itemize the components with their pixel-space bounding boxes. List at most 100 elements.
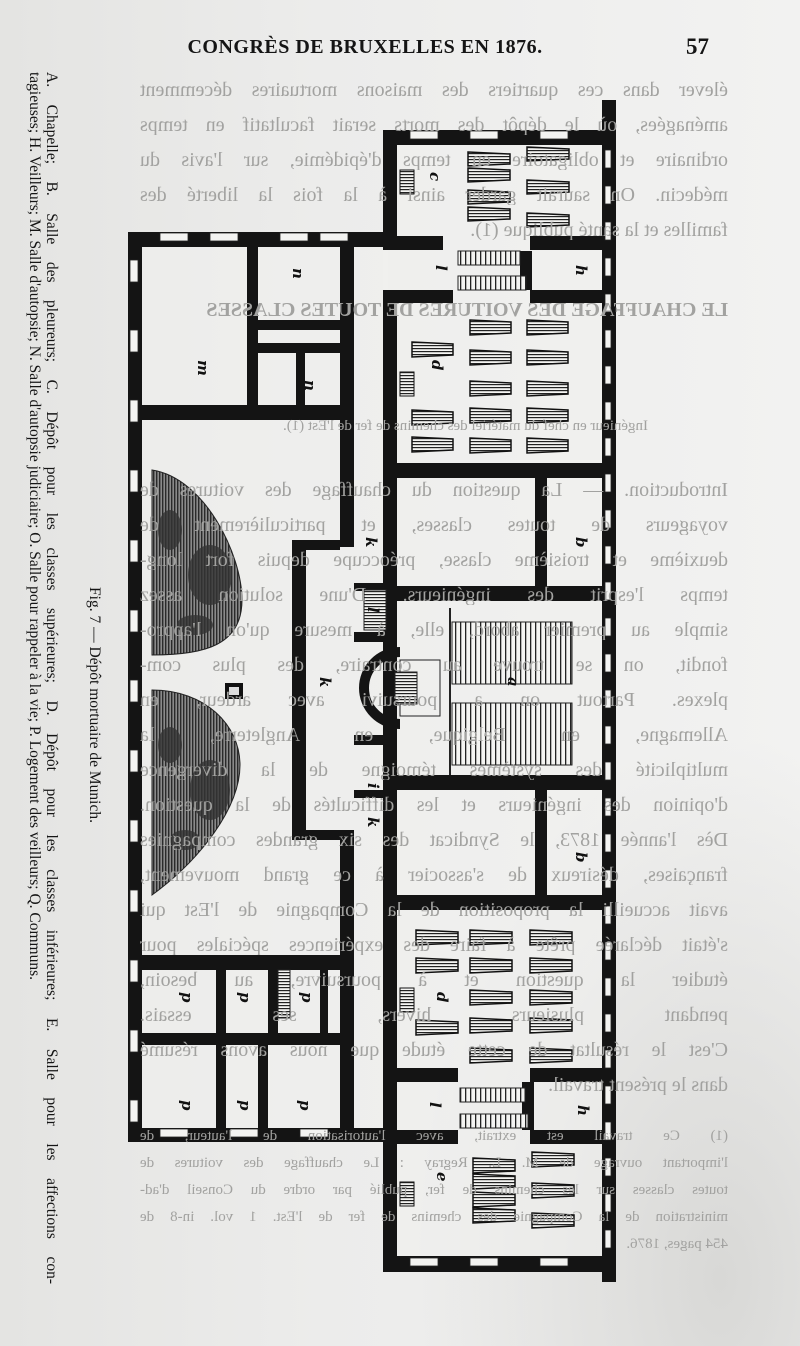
room-label-k: k [364,817,382,827]
wall-segment [128,232,383,247]
coffin [529,1017,573,1034]
window [604,581,612,601]
window [604,401,612,421]
coffin [472,1173,516,1190]
coffin [415,929,459,946]
coffin [526,380,569,397]
coffin [411,409,454,426]
stairs-top-upper [457,250,521,266]
window [604,833,612,853]
stove [399,1181,415,1207]
room-label-n: n [289,268,307,279]
wall-segment [530,290,615,303]
window [604,545,612,565]
bleed-line: familles et la santé publique (1). [470,220,728,240]
window [604,1013,612,1033]
wall-segment [268,970,278,1033]
bleed-line: étudier la question et à poursuivre, au … [140,970,728,990]
window [604,437,612,457]
chapel-pews-bottom [451,702,573,766]
room-label-d: d [428,360,446,371]
room-label-p: p [236,1100,254,1111]
wall-segment [216,1045,226,1128]
coffin [469,989,513,1006]
bleed-line: voyageurs de toutes classes, et particul… [140,515,728,535]
room-label-a: a [504,677,522,687]
wall-segment [535,478,547,586]
wall-segment [354,632,384,642]
bleed-line: toutes classes sur les chemins de fer, p… [140,1182,728,1198]
coffin [469,319,512,336]
stairs-bottom-lower [459,1113,529,1129]
window [279,232,309,242]
window [604,1085,612,1105]
room-label-b: b [572,852,590,863]
bleed-line: s'était déclarée prête à faire des expér… [140,935,728,955]
room-label-p: p [296,1100,314,1111]
wall-segment [128,955,354,970]
chapel-apse [359,647,401,729]
room-label-h: h [572,265,590,276]
room-label-h: h [574,1105,592,1116]
coffin [472,1157,516,1174]
wall-segment [354,735,384,745]
wall-segment [340,247,354,547]
room-label-m: m [194,360,212,376]
stove [399,371,415,397]
stairs-bottom-upper [459,1087,526,1103]
windows [129,130,612,1267]
bleed-line: Dès l'année 1873, le Syndicat des six gr… [140,830,728,850]
wall-segment [383,290,453,303]
coffin [472,1191,516,1208]
coffin [469,437,512,454]
window [539,1257,569,1267]
wall-segment [292,540,340,550]
window [604,1193,612,1213]
wall-segment [296,353,305,405]
bleed-line: fondit, on se trouve au contraire, des p… [140,655,728,675]
window [604,761,612,781]
wall-segment [530,236,615,250]
wall-segment [383,463,615,478]
wall-segment [247,247,258,405]
coffin [529,1047,573,1064]
bleed-line: simple au premier abord, elle, à mesure … [140,620,728,640]
wall-segment [320,970,328,1033]
room-label-c: c [426,172,444,181]
window [604,509,612,529]
coffin [531,1151,575,1168]
wall-segment [383,236,443,250]
wall-segment [354,583,384,591]
wall-segment [535,790,547,895]
coffin [531,1212,575,1229]
bleed-line: l'important ouvrage de M. L. Regray : Le… [140,1155,728,1171]
bleed-line: ministration de la Compagnie des chemins… [140,1209,728,1225]
coffin [526,407,569,424]
window [409,1257,439,1267]
wall-segment [530,1068,615,1082]
wall-segment [258,343,340,353]
wall-segment [383,130,397,250]
window [129,329,139,353]
wall-segment [383,586,615,601]
bleed-line: élever dans ces quartiers des maisons mo… [140,80,728,100]
coffin [531,1182,575,1199]
bleed-line: multiplicité des systèmes témoigne de la… [140,760,728,780]
window [604,977,612,997]
bleed-line: françaises, désireux de s'associer à ce … [140,865,728,885]
room-label-b: b [572,537,590,548]
bleed-line: pendant plusieurs hivers, ses essais. [140,1005,728,1025]
window [604,329,612,349]
window [229,1128,259,1138]
window [129,1099,139,1123]
window [604,617,612,637]
room-label-k: k [316,677,334,687]
window [129,819,139,843]
altar [394,671,418,705]
window [604,1229,612,1249]
window [539,130,569,140]
coffin [467,167,511,183]
window [604,185,612,205]
window [604,473,612,493]
